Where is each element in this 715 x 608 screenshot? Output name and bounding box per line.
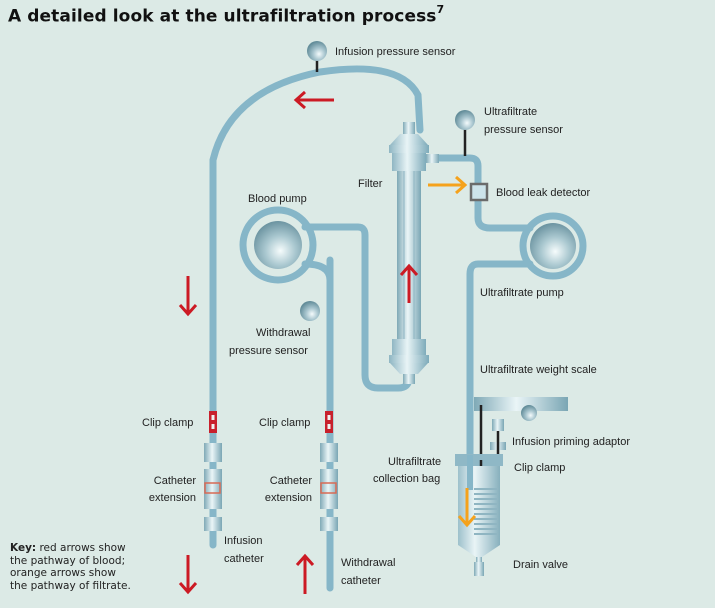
filtrate-arrow-right-icon — [428, 175, 468, 195]
blood-arrow-left-icon — [293, 90, 334, 110]
page-title: A detailed look at the ultrafiltration p… — [8, 3, 445, 27]
label-ultrafiltrate-pressure-sensor-line1: Ultrafiltrate — [484, 106, 538, 118]
label-ultrafiltrate-pump: Ultrafiltrate pump — [480, 287, 564, 299]
label-withdrawal-pressure-sensor-line2: pressure sensor — [229, 345, 308, 357]
key-line2: the pathway of blood; — [10, 554, 126, 567]
key-line3: orange arrows show — [10, 567, 116, 579]
label-catheter-extension-middle-line1: Catheter — [269, 475, 312, 487]
ultrafiltrate-to-bag-tube — [466, 260, 534, 524]
label-withdrawal-catheter-line1: Withdrawal — [341, 557, 396, 569]
withdrawal-pressure-sensor-icon — [300, 301, 320, 321]
ultrafiltrate-pump-ring — [519, 212, 587, 280]
catheter-extension-left-icon — [204, 443, 222, 531]
filter-icon — [389, 122, 439, 384]
drain-valve-icon — [474, 557, 484, 576]
label-clip-clamp-left: Clip clamp — [142, 417, 194, 429]
filtrate-arrow-down-icon — [457, 488, 477, 528]
label-catheter-extension-middle-line2: extension — [264, 492, 312, 504]
label-filter: Filter — [358, 178, 383, 190]
clip-clamp-left-icon — [209, 411, 217, 433]
blood-pump-rotor-icon — [254, 221, 302, 269]
title-superscript: 7 — [436, 3, 445, 16]
blood-pump-outlet-tube — [301, 223, 413, 392]
label-withdrawal-pressure-sensor-line1: Withdrawal — [256, 327, 311, 339]
key-line4: the pathway of filtrate. — [10, 579, 131, 592]
key-label: Key: — [10, 542, 37, 554]
infusion-line-tube — [209, 65, 424, 549]
label-ultrafiltrate-weight-scale: Ultrafiltrate weight scale — [480, 364, 597, 376]
legend-key: Key: red arrows show the pathway of bloo… — [10, 542, 180, 592]
label-blood-pump: Blood pump — [248, 193, 307, 205]
label-infusion-catheter-line1: Infusion — [224, 535, 263, 547]
label-infusion-catheter-line2: catheter — [224, 553, 264, 565]
ultrafiltrate-collection-bag-icon — [455, 454, 503, 557]
blood-leak-detector-icon — [469, 182, 489, 202]
infusion-pressure-sensor-icon — [307, 41, 327, 61]
label-infusion-priming-adaptor: Infusion priming adaptor — [512, 436, 631, 448]
ultrafiltrate-pressure-sensor-icon — [455, 110, 475, 130]
blood-arrow-up-filter-icon — [399, 263, 419, 303]
blood-arrow-down-icon — [178, 276, 198, 317]
blood-arrow-down-infusion-icon — [178, 555, 198, 595]
blood-pump-ring — [239, 206, 317, 284]
label-catheter-extension-left-line2: extension — [148, 492, 196, 504]
clip-clamp-middle-icon — [325, 411, 333, 433]
ultrafiltrate-weight-scale-icon — [474, 397, 568, 460]
catheter-extension-middle-icon — [320, 443, 338, 531]
label-ultrafiltrate-collection-bag-line2: collection bag — [373, 473, 441, 485]
key-line1: red arrows show — [36, 542, 126, 554]
label-drain-valve: Drain valve — [513, 559, 569, 571]
label-infusion-pressure-sensor: Infusion pressure sensor — [335, 46, 456, 58]
label-blood-leak-detector: Blood leak detector — [496, 187, 591, 199]
label-clip-clamp-middle: Clip clamp — [259, 417, 311, 429]
blood-arrow-up-withdrawal-icon — [295, 553, 315, 594]
label-ultrafiltrate-collection-bag-line1: Ultrafiltrate — [388, 456, 442, 468]
label-ultrafiltrate-pressure-sensor-line2: pressure sensor — [484, 124, 563, 136]
label-catheter-extension-left-line1: Catheter — [153, 475, 196, 487]
label-withdrawal-catheter-line2: catheter — [341, 575, 381, 587]
ultrafiltrate-pump-rotor-icon — [530, 223, 576, 269]
label-clip-clamp-right: Clip clamp — [514, 462, 566, 474]
title-text: A detailed look at the ultrafiltration p… — [8, 6, 437, 27]
